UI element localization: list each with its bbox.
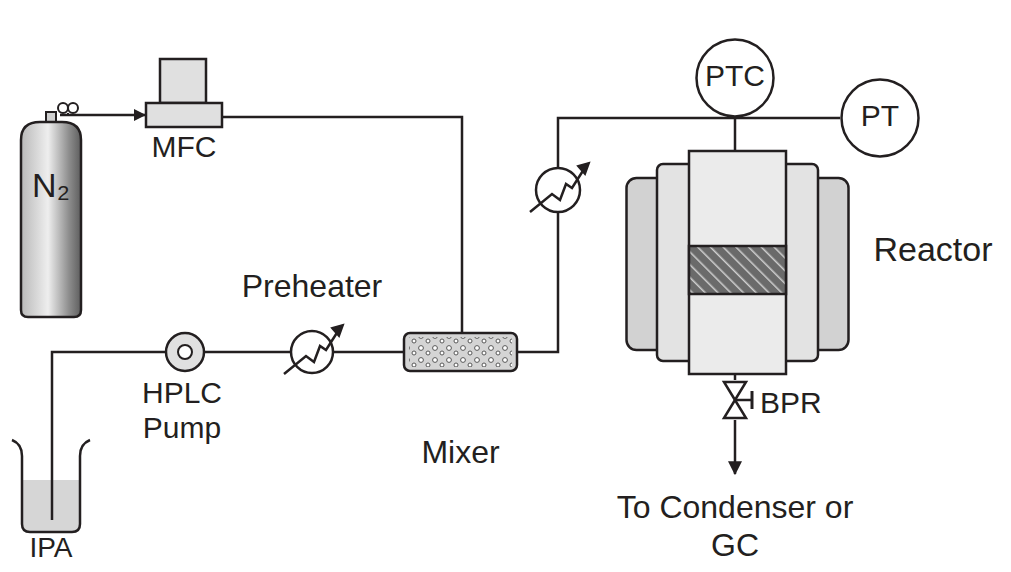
packed-bed-reactor: Reactor: [625, 150, 850, 375]
gas-cylinder: N₂: [20, 100, 82, 318]
flow-line: [223, 117, 462, 332]
solvent-flask: IPA: [10, 440, 92, 534]
flow-line: [734, 118, 737, 150]
flow-line: [82, 114, 145, 117]
outlet-destination: To Condenser or GC: [615, 488, 855, 565]
node-label: BPR: [760, 386, 840, 421]
solvent-flask-outline: [10, 440, 92, 534]
hplc-pump-outline: [165, 332, 205, 372]
node-label: N₂: [20, 166, 82, 205]
back-pressure-regulator: BPR: [722, 380, 748, 420]
back-pressure-regulator-outline: [722, 380, 748, 420]
node-label: PT: [840, 99, 920, 134]
flow-line: [734, 375, 737, 380]
static-mixer-outline: [403, 332, 518, 372]
node-label: PTC: [695, 59, 775, 94]
packed-bed-reactor-outline: [625, 150, 850, 375]
outlet-arrow: [734, 420, 737, 474]
preheater-exchanger: Preheater: [290, 330, 334, 374]
preheater-exchanger-outline: [290, 330, 334, 374]
node-label: HPLC Pump: [117, 376, 247, 445]
node-label: MFC: [129, 130, 239, 165]
node-label: Preheater: [232, 268, 392, 305]
mass-flow-controller-outline: [145, 58, 223, 128]
gas-cylinder-outline: [20, 100, 82, 318]
hplc-pump: HPLC Pump: [165, 332, 205, 372]
node-label: IPA: [0, 532, 106, 564]
mass-flow-controller: MFC: [145, 58, 223, 128]
heat-exchanger-symbol: [530, 163, 589, 212]
flow-line: [205, 351, 290, 354]
node-label: Mixer: [388, 434, 533, 471]
pressure-transducer: PT: [840, 78, 920, 158]
node-label: Reactor: [863, 230, 1003, 269]
flow-line: [334, 351, 403, 354]
pressure-controller: PTC: [695, 38, 775, 118]
static-mixer: Mixer: [403, 332, 518, 372]
